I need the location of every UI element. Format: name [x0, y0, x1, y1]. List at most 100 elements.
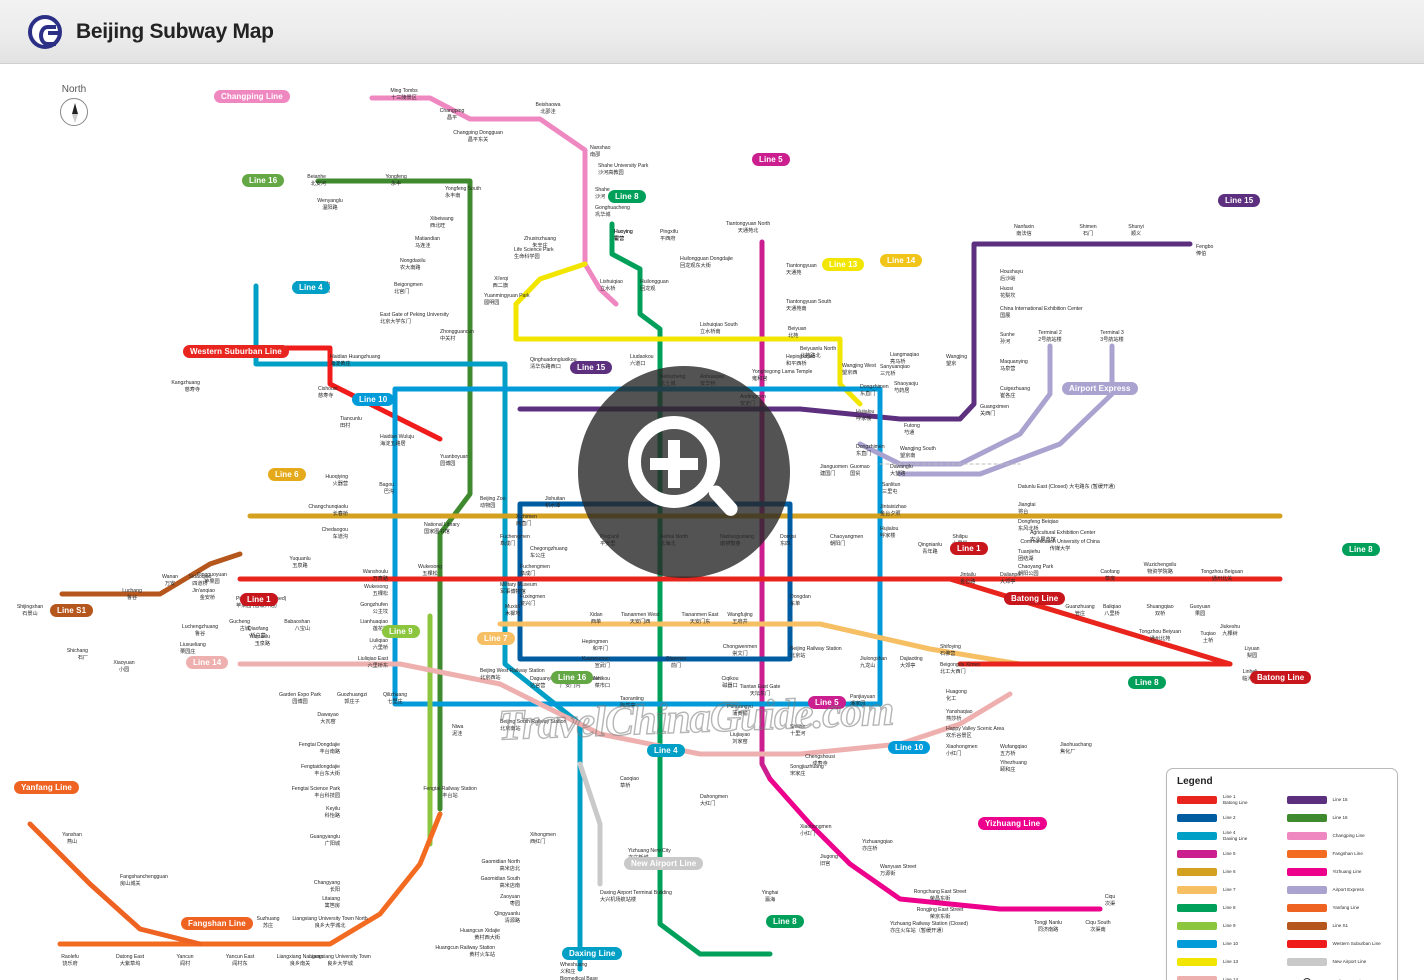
line-badge[interactable]: Line 1	[240, 593, 278, 607]
line-badge[interactable]: Line 16	[551, 671, 594, 685]
line-badge[interactable]: Line 5	[752, 153, 790, 167]
line-badge[interactable]: Line 10	[888, 741, 931, 755]
legend-line-row: Line 15	[1286, 791, 1389, 809]
line-badge[interactable]: Line 7	[477, 632, 515, 646]
line-badge[interactable]: Western Suburban Line	[183, 345, 289, 359]
subway-map-canvas[interactable]: North	[0, 64, 1424, 980]
line-badge[interactable]: Line 8	[1128, 676, 1166, 690]
line-badge[interactable]: Yizhuang Line	[978, 817, 1048, 831]
line-badge[interactable]: Fangshan Line	[181, 917, 253, 931]
line-badge[interactable]: Batong Line	[1250, 671, 1312, 685]
page-title: Beijing Subway Map	[76, 19, 274, 43]
line-badge[interactable]: Line 14	[186, 656, 229, 670]
legend-color-swatch	[1177, 958, 1217, 966]
line-badge[interactable]: New Airport Line	[624, 857, 704, 871]
legend-color-swatch	[1177, 886, 1217, 894]
line-badge[interactable]: Line 10	[352, 393, 395, 407]
line-badge[interactable]: Line 4	[647, 744, 685, 758]
line-badge[interactable]: Line 6	[268, 468, 306, 482]
line-badge[interactable]: Line 5	[808, 696, 846, 710]
line-badge[interactable]: Changping Line	[214, 90, 290, 104]
legend-line-label: Line 16	[1332, 815, 1348, 821]
legend-line-label: New Airport Line	[1332, 959, 1367, 965]
line-badge[interactable]: Line 8	[608, 190, 646, 204]
line-badge[interactable]: Line 13	[822, 258, 865, 272]
legend-line-label: Line 6	[1223, 869, 1236, 875]
line-badge[interactable]: Line 9	[382, 625, 420, 639]
magnifier-zoom-in-icon[interactable]	[578, 366, 790, 578]
line-badge[interactable]: Line 15	[570, 361, 613, 375]
line-badge[interactable]: Line 15	[1218, 194, 1261, 208]
line-badge[interactable]: Line 4	[292, 281, 330, 295]
line-badge[interactable]: Line 14	[880, 254, 923, 268]
legend-line-label: Line 7	[1223, 887, 1236, 893]
line-badge[interactable]: Line 16	[242, 174, 285, 188]
legend-line-label: Line S1	[1332, 923, 1349, 929]
line-badge[interactable]: Line 8	[1342, 543, 1380, 557]
legend-line-label: Western Suburban Line	[1332, 941, 1381, 947]
line-badge[interactable]: Daxing Line	[562, 947, 623, 961]
line-badge[interactable]: Line S1	[50, 604, 94, 618]
station-label: Yizhuang Railway Station (Closed)亦庄火车站（暂…	[890, 921, 969, 934]
line-badge[interactable]: Line 8	[766, 915, 804, 929]
line-badge[interactable]: Yanfang Line	[14, 781, 79, 795]
legend-color-swatch	[1286, 904, 1327, 912]
line-badge[interactable]: Airport Express	[1062, 382, 1138, 396]
legend-line-row: Line 14	[1177, 971, 1279, 980]
line-badge[interactable]: Line 1	[950, 542, 988, 556]
line-badge[interactable]: Batong Line	[1004, 592, 1066, 606]
compass: North	[44, 84, 104, 126]
